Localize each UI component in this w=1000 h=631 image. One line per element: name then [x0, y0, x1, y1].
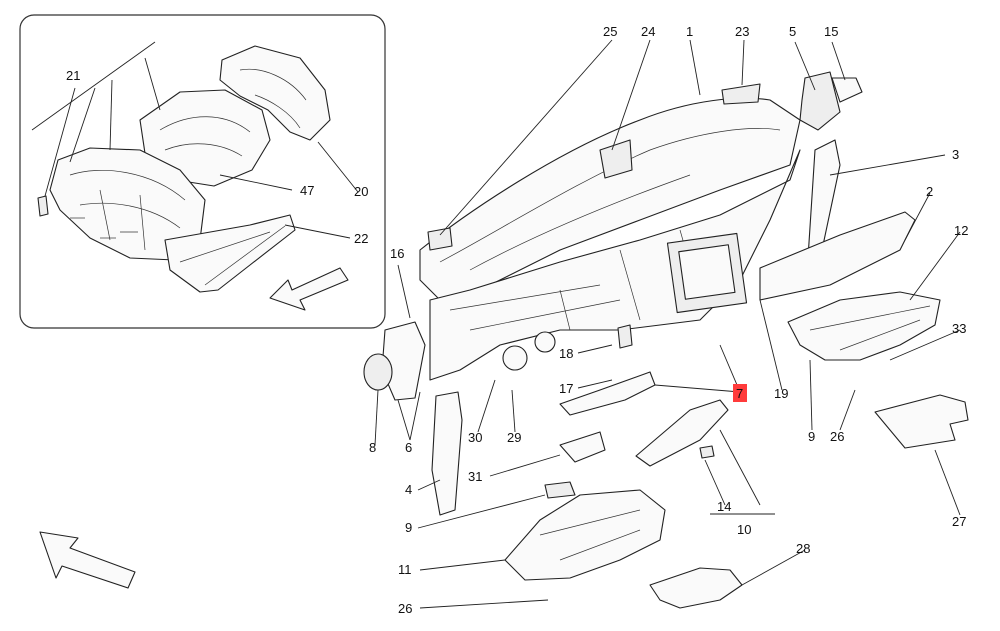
- callout-16: 16: [390, 246, 404, 261]
- callout-21: 21: [66, 68, 80, 83]
- callout-1: 1: [686, 24, 693, 39]
- callout-24: 24: [641, 24, 655, 39]
- callout-47: 47: [300, 183, 314, 198]
- callout-30: 30: [468, 430, 482, 445]
- right-side-parts: [759, 71, 969, 449]
- callout-5: 5: [789, 24, 796, 39]
- callout-9-left: 9: [405, 520, 412, 535]
- callout-7: 7: [736, 386, 743, 401]
- left-and-lower-parts: [363, 321, 743, 609]
- callout-3: 3: [952, 147, 959, 162]
- callout-7-highlight: [733, 384, 747, 402]
- callout-26-bottom: 26: [398, 601, 412, 616]
- inset-instrument-cluster-housing: [37, 45, 331, 293]
- callout-28: 28: [796, 541, 810, 556]
- callout-9-right: 9: [808, 429, 815, 444]
- callout-27: 27: [952, 514, 966, 529]
- callout-25: 25: [603, 24, 617, 39]
- callout-31: 31: [468, 469, 482, 484]
- callout-19: 19: [774, 386, 788, 401]
- callout-33: 33: [952, 321, 966, 336]
- dashboard-main-frame: [419, 83, 801, 381]
- callout-8: 8: [369, 440, 376, 455]
- callout-2: 2: [926, 184, 933, 199]
- callout-26-right: 26: [830, 429, 844, 444]
- callout-18: 18: [559, 346, 573, 361]
- callout-11: 11: [398, 562, 412, 577]
- callout-23: 23: [735, 24, 749, 39]
- callout-29: 29: [507, 430, 521, 445]
- callout-14: 14: [717, 499, 731, 514]
- main-direction-arrow: [39, 531, 136, 589]
- callout-labels: 1 2 3 4 5 6 7 8 9 9 10 11 12 14 15 16 17…: [66, 24, 968, 616]
- callout-4: 4: [405, 482, 412, 497]
- leader-lines: [31, 39, 961, 609]
- inset-direction-arrow: [269, 267, 349, 311]
- callout-10: 10: [737, 522, 751, 537]
- callout-22: 22: [354, 231, 368, 246]
- callout-12: 12: [954, 223, 968, 238]
- callout-6: 6: [405, 440, 412, 455]
- callout-20: 20: [354, 184, 368, 199]
- callout-15: 15: [824, 24, 838, 39]
- callout-17: 17: [559, 381, 573, 396]
